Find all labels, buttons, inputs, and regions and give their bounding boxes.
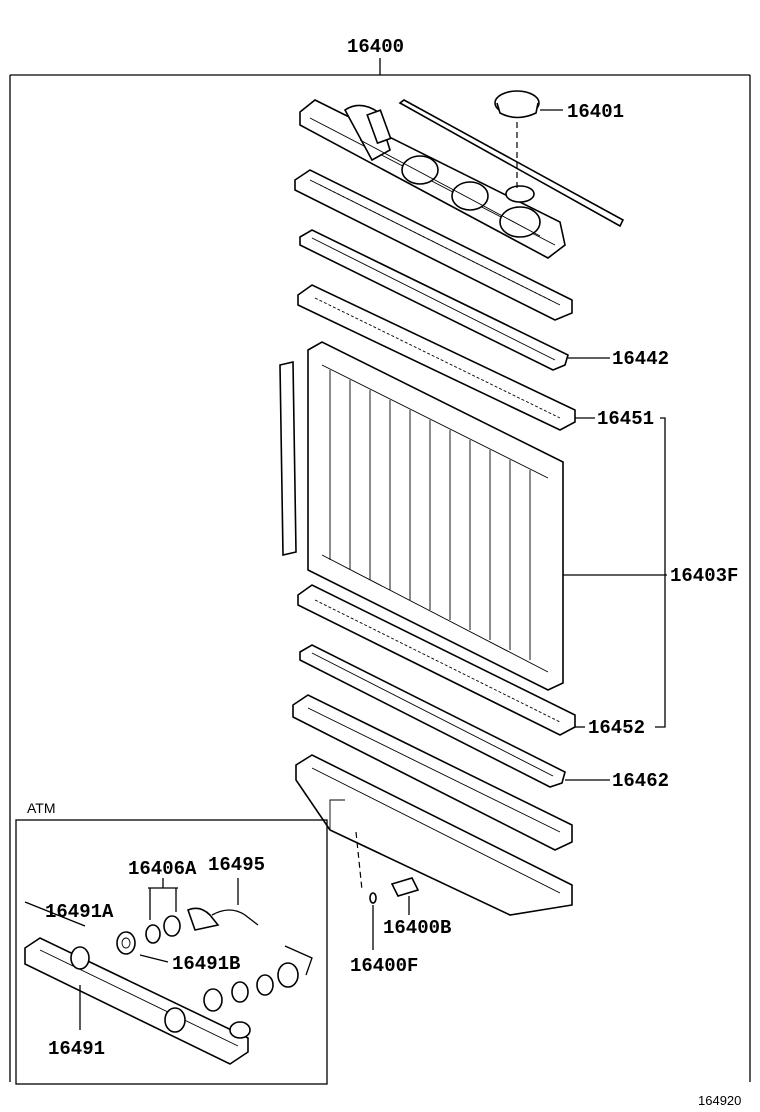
callout-16401: 16401 xyxy=(567,101,624,123)
lower-core-plate xyxy=(297,584,585,736)
callout-16491B: 16491B xyxy=(172,953,240,975)
callout-16491: 16491 xyxy=(48,1038,105,1060)
lower-tank xyxy=(295,754,573,916)
upper-core-plate xyxy=(297,284,595,431)
callout-16406A: 16406A xyxy=(128,858,197,880)
atm-inset-box xyxy=(15,819,328,1085)
lower-tank-flange xyxy=(292,694,573,851)
callout-16442: 16442 xyxy=(612,348,669,370)
callout-16400F: 16400F xyxy=(350,955,418,977)
atm-oil-cooler-parts xyxy=(24,878,313,1065)
filler-cap xyxy=(494,90,563,188)
radiator-core xyxy=(307,341,667,691)
drain-cock xyxy=(369,877,420,950)
callout-16451: 16451 xyxy=(597,408,654,430)
assembly-label: 16400 xyxy=(347,36,404,58)
upper-tank-flange xyxy=(294,169,573,321)
callout-16403F: 16403F xyxy=(670,565,738,587)
lower-gasket xyxy=(299,644,610,788)
upper-seal-strip xyxy=(398,99,625,228)
atm-box-label: ATM xyxy=(27,800,56,816)
assembly-frame xyxy=(9,58,751,1082)
figure-number: 164920 xyxy=(698,1093,741,1108)
side-seal-strip xyxy=(279,360,297,557)
callout-16400B: 16400B xyxy=(383,917,451,939)
callout-16491A: 16491A xyxy=(45,901,114,923)
callout-16495: 16495 xyxy=(208,854,265,876)
upper-gasket xyxy=(299,229,610,371)
callout-16452: 16452 xyxy=(588,717,645,739)
upper-tank xyxy=(299,99,566,259)
core-assembly-bracket xyxy=(655,417,666,728)
callout-16462: 16462 xyxy=(612,770,669,792)
